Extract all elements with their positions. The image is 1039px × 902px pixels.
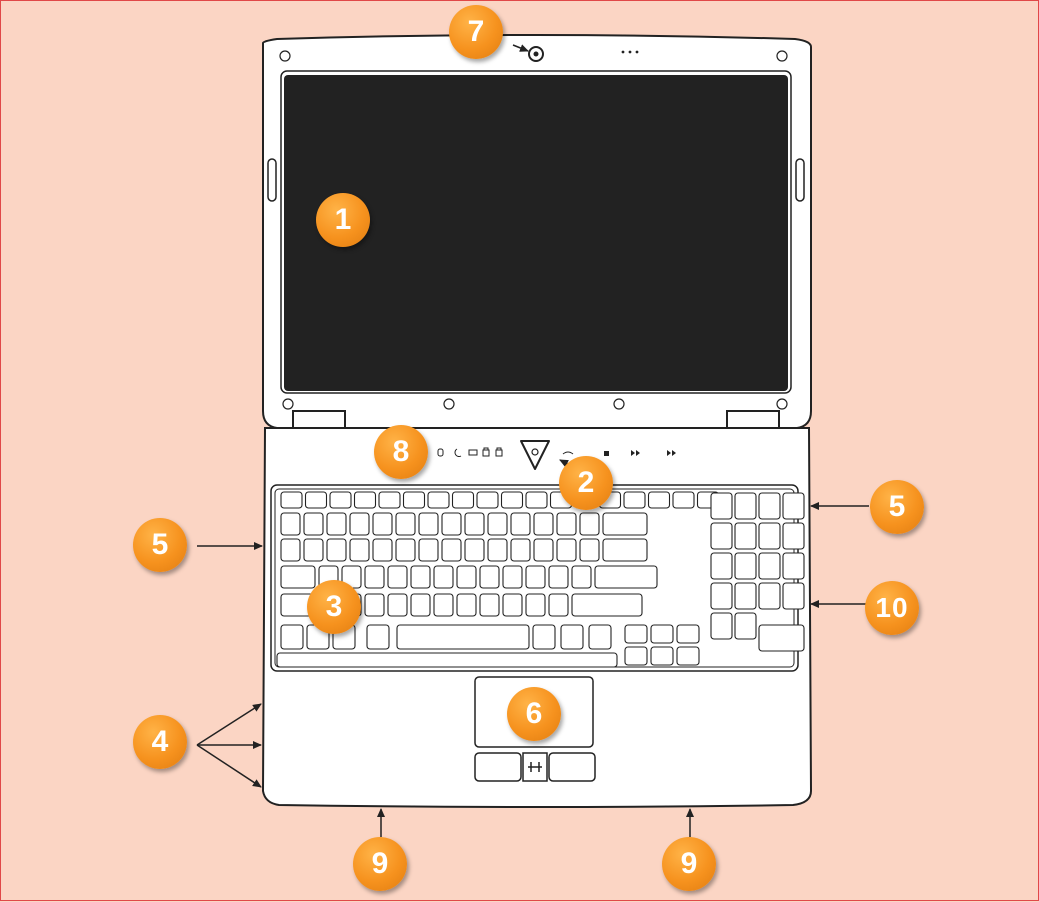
callout-keyboard: 3	[307, 580, 361, 634]
callout-touchpad: 6	[507, 687, 561, 741]
callout-bottom-right: 9	[662, 837, 716, 891]
callout-numeric-keypad: 10	[865, 581, 919, 635]
callout-bottom-left: 9	[353, 837, 407, 891]
callout-status-indicators: 8	[374, 425, 428, 479]
callout-left-side-ports: 4	[133, 715, 187, 769]
callout-power-button: 2	[559, 456, 613, 510]
callout-speakers-left: 5	[133, 518, 187, 572]
callout-speakers-right: 5	[870, 480, 924, 534]
callout-screen: 1	[316, 193, 370, 247]
callout-webcam: 7	[449, 5, 503, 59]
